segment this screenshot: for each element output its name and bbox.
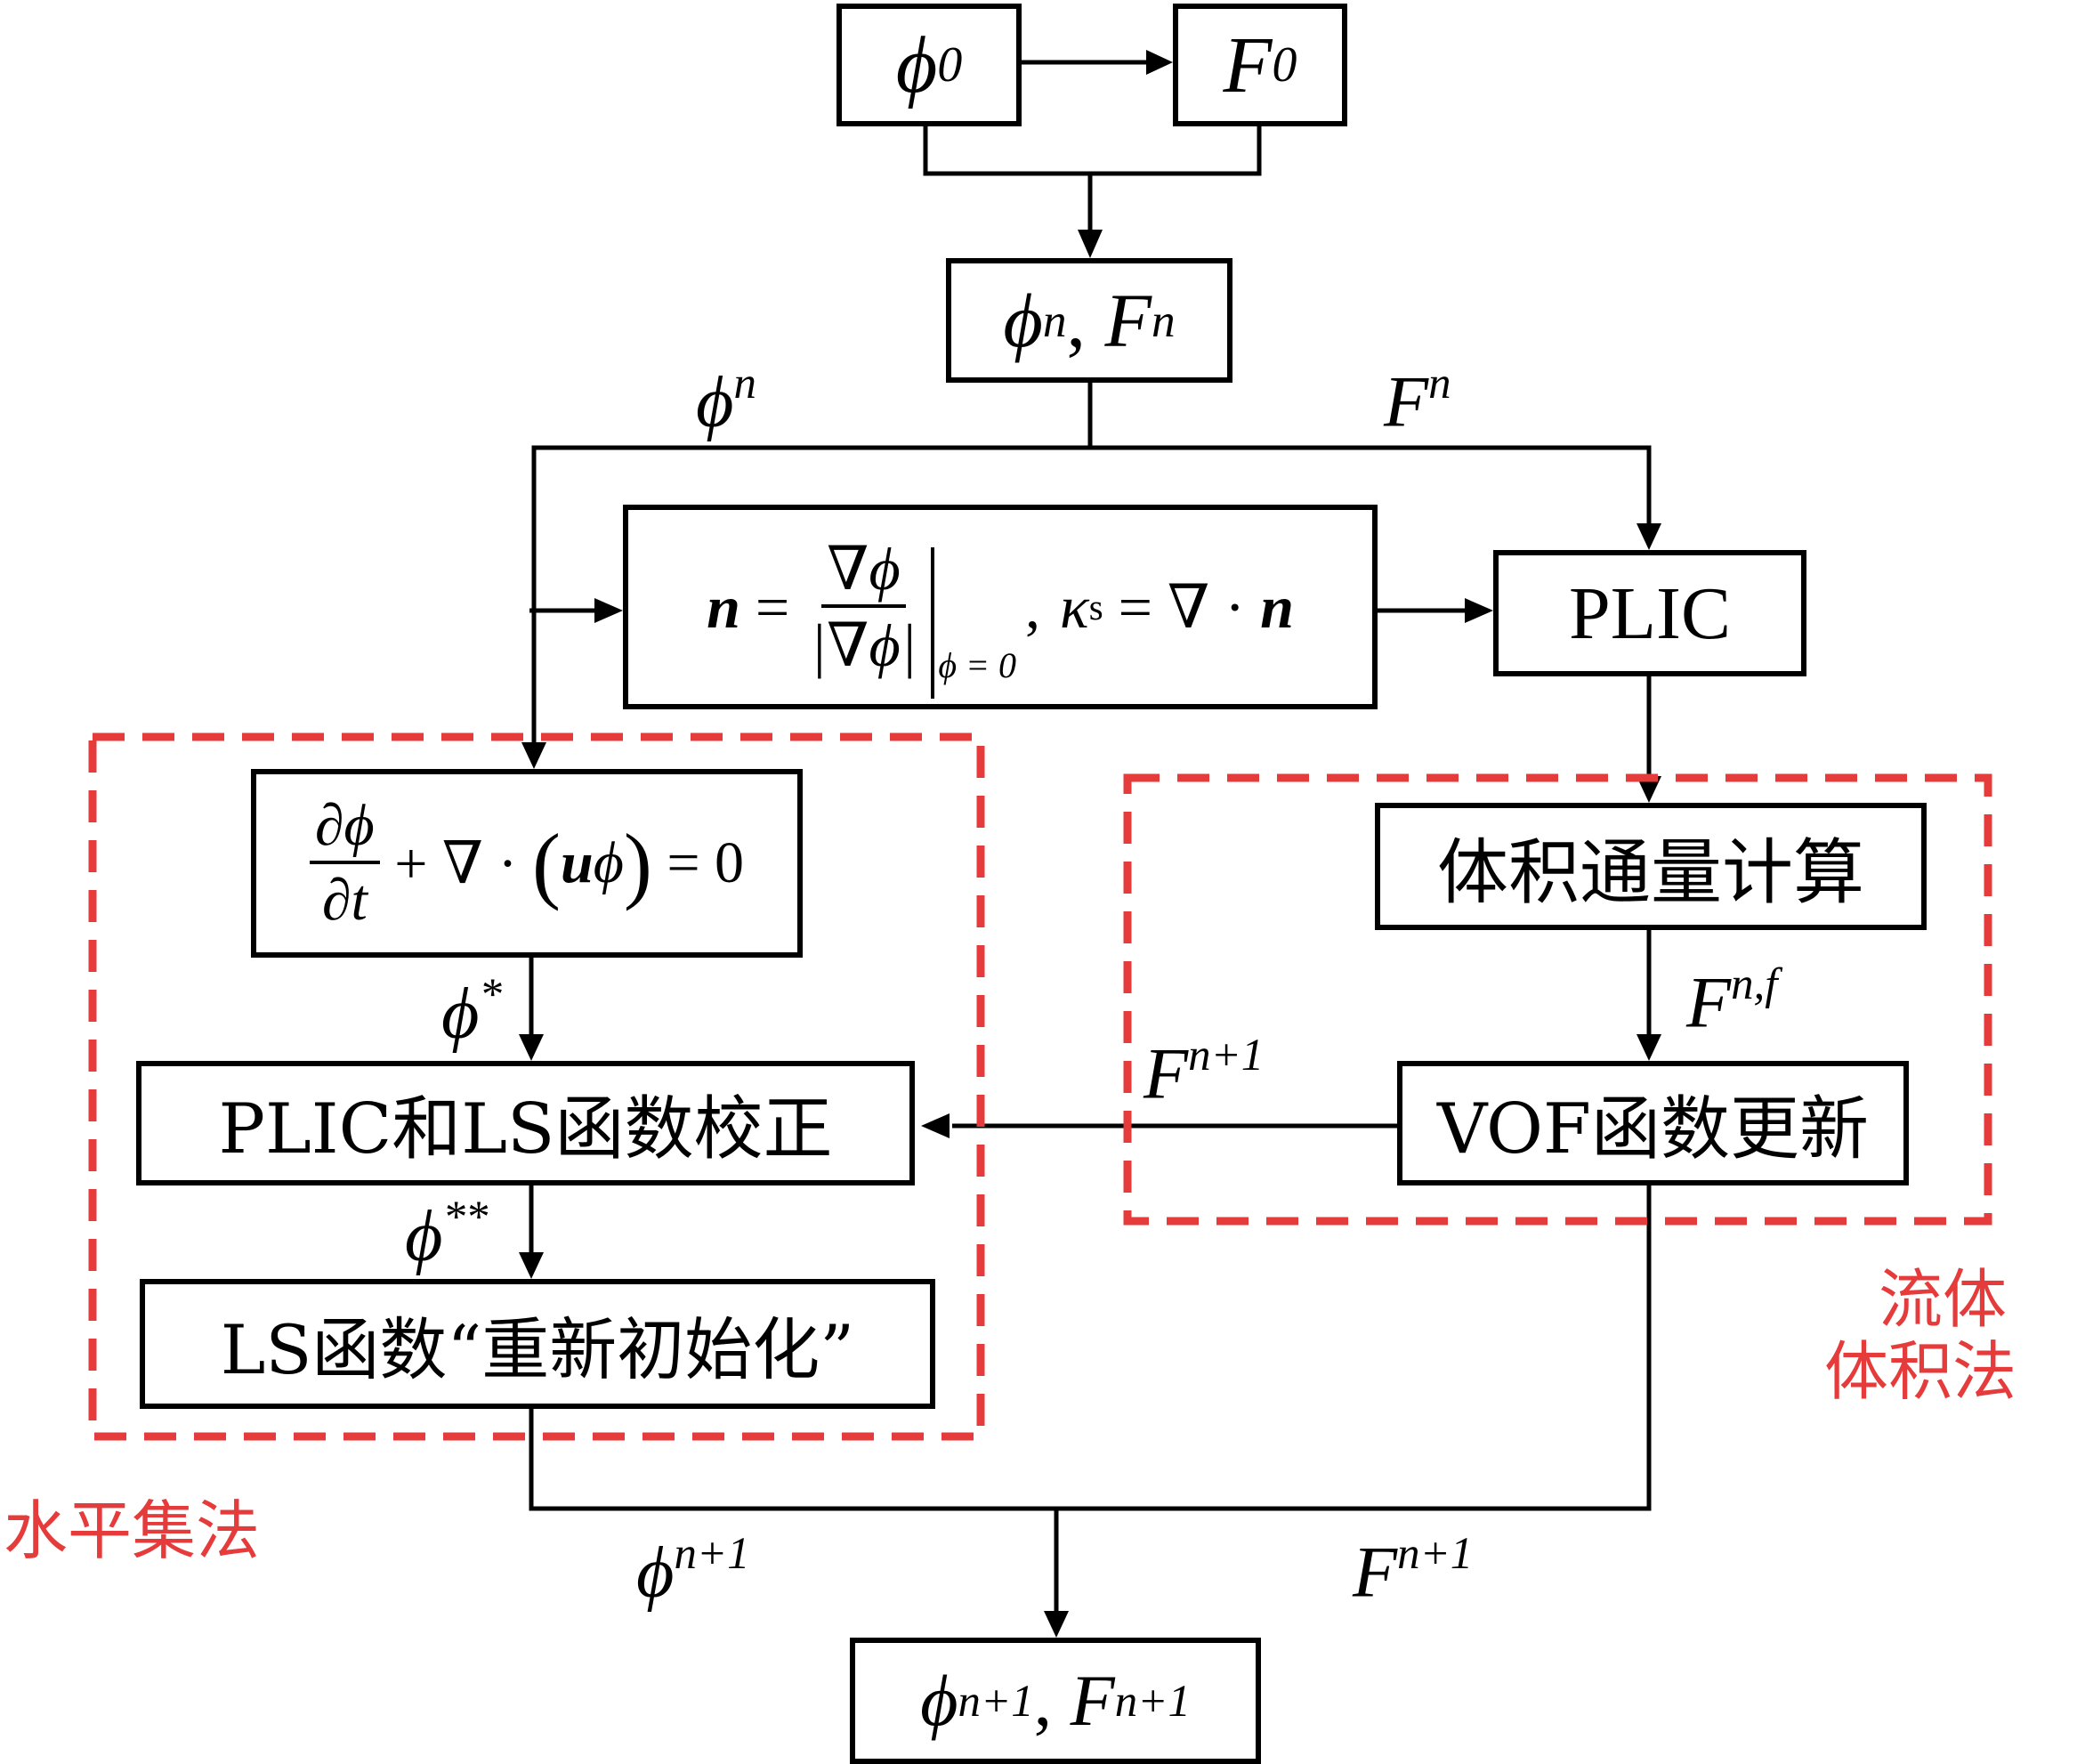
F-symbol: F bbox=[1144, 1032, 1189, 1114]
separator: , bbox=[1033, 1660, 1071, 1741]
fraction-numerator: ∇ϕ bbox=[820, 538, 906, 608]
edge-label-phistar: ϕ* bbox=[441, 972, 502, 1050]
superscript: 0 bbox=[1272, 37, 1297, 93]
plic-ls-correction-label: PLIC和LS函数校正 bbox=[218, 1089, 833, 1169]
arrowhead bbox=[1637, 776, 1661, 803]
edge-merge-initial bbox=[923, 126, 1262, 176]
divergence-expression: = ∇ · bbox=[1103, 572, 1261, 641]
level-set-group-label: 水平集法 bbox=[4, 1493, 261, 1568]
plic-label: PLIC bbox=[1568, 571, 1732, 655]
arrowhead bbox=[1146, 50, 1173, 75]
superscript: n bbox=[733, 358, 756, 408]
edge-label-Fnp1: Fn+1 bbox=[1353, 1531, 1473, 1609]
phi-symbol: ϕ bbox=[593, 830, 624, 895]
superscript: * bbox=[479, 969, 502, 1019]
arrowhead bbox=[1465, 598, 1493, 623]
node-plic: PLIC bbox=[1493, 550, 1806, 676]
edge-label-Fn: Fn bbox=[1384, 360, 1451, 439]
ls-reinit-label: LS函数“重新初始化” bbox=[220, 1310, 855, 1389]
left-paren: ( bbox=[532, 815, 561, 911]
edge-split-right bbox=[1090, 445, 1652, 527]
phi-symbol: ϕ bbox=[405, 1194, 443, 1276]
F-symbol: F bbox=[1384, 360, 1429, 442]
vof-update-label: VOF函数更新 bbox=[1436, 1089, 1870, 1169]
edge-label-phistarstar: ϕ** bbox=[405, 1194, 488, 1273]
evaluation-bar bbox=[931, 547, 935, 699]
node-vof-update: VOF函数更新 bbox=[1397, 1061, 1909, 1185]
edge-label-Fnf: Fn,f bbox=[1686, 961, 1777, 1040]
node-ls-reinit: LS函数“重新初始化” bbox=[140, 1279, 935, 1409]
phi-symbol: ϕ bbox=[895, 20, 938, 109]
F-symbol: F bbox=[1353, 1531, 1398, 1613]
arrowhead bbox=[1078, 230, 1103, 258]
edge-vof-out bbox=[1056, 1185, 1652, 1511]
divergence-operator: + ∇ · bbox=[379, 831, 532, 896]
fraction-denominator: ∂t bbox=[321, 868, 368, 933]
superscript: n+1 bbox=[958, 1676, 1034, 1726]
gradient-fraction: ∇ϕ |∇ϕ| bbox=[804, 538, 922, 676]
equals-zero: = 0 bbox=[651, 830, 745, 895]
node-plic-ls-correction: PLIC和LS函数校正 bbox=[136, 1061, 915, 1185]
phi-symbol: ϕ bbox=[920, 1660, 958, 1741]
phi-symbol: ϕ bbox=[441, 972, 480, 1054]
vof-group-label-line2: 体积法 bbox=[1824, 1333, 2017, 1409]
vof-group-border bbox=[1123, 773, 1992, 1226]
time-derivative-fraction: ∂ϕ ∂t bbox=[309, 797, 380, 933]
edge-label-Fnp1-mid: Fn+1 bbox=[1144, 1032, 1264, 1111]
kappa-subscript: s bbox=[1088, 587, 1103, 627]
F-symbol: F bbox=[1686, 961, 1732, 1043]
arrowhead bbox=[521, 742, 546, 769]
superscript: n bbox=[1152, 294, 1176, 347]
kappa-symbol: κ bbox=[1060, 572, 1089, 641]
superscript: n+1 bbox=[1114, 1676, 1191, 1726]
F-symbol: F bbox=[1070, 1660, 1115, 1741]
superscript: n bbox=[1428, 358, 1451, 408]
superscript: n+1 bbox=[1188, 1030, 1265, 1080]
superscript: n+1 bbox=[1397, 1528, 1474, 1578]
superscript: 0 bbox=[937, 37, 963, 93]
velocity-vector: u bbox=[560, 830, 594, 895]
F-symbol: F bbox=[1104, 278, 1152, 363]
arrowhead bbox=[1637, 1034, 1661, 1061]
right-paren: ) bbox=[623, 815, 652, 911]
edge-label-phinp1: ϕn+1 bbox=[636, 1531, 750, 1609]
evaluation-subscript: ϕ = 0 bbox=[938, 645, 1017, 685]
arrowhead bbox=[1044, 1611, 1069, 1638]
phi-symbol: ϕ bbox=[696, 360, 734, 442]
fraction-numerator: ∂ϕ bbox=[309, 797, 380, 864]
fraction-denominator: |∇ϕ| bbox=[810, 611, 917, 679]
superscript: n bbox=[1042, 294, 1067, 347]
volume-flux-label: 体积通量计算 bbox=[1437, 830, 1864, 914]
vof-group-label-line1: 流体 bbox=[1879, 1262, 2008, 1337]
arrowhead bbox=[594, 598, 623, 623]
separator: , bbox=[1066, 278, 1105, 363]
arrowhead bbox=[519, 1034, 544, 1061]
arrowhead bbox=[1637, 523, 1661, 550]
arrowhead bbox=[921, 1113, 950, 1138]
F-symbol: F bbox=[1223, 20, 1273, 109]
phi-symbol: ϕ bbox=[636, 1531, 675, 1613]
comma: , bbox=[1025, 572, 1041, 641]
normal-vector: n bbox=[1260, 572, 1294, 641]
vof-group-label: 流体 体积法 bbox=[1824, 1264, 2016, 1407]
superscript: n+1 bbox=[674, 1528, 750, 1578]
superscript: n,f bbox=[1731, 959, 1778, 1008]
arrowhead bbox=[519, 1252, 544, 1279]
phi-symbol: ϕ bbox=[1003, 278, 1043, 363]
node-volume-flux: 体积通量计算 bbox=[1375, 803, 1927, 930]
edge-split-left bbox=[531, 445, 1090, 748]
normal-vector: n bbox=[707, 572, 740, 641]
equals: = bbox=[739, 572, 805, 641]
edge-label-phin: ϕn bbox=[696, 360, 756, 439]
superscript: ** bbox=[442, 1192, 489, 1242]
edge-reinit-out bbox=[529, 1409, 1056, 1511]
